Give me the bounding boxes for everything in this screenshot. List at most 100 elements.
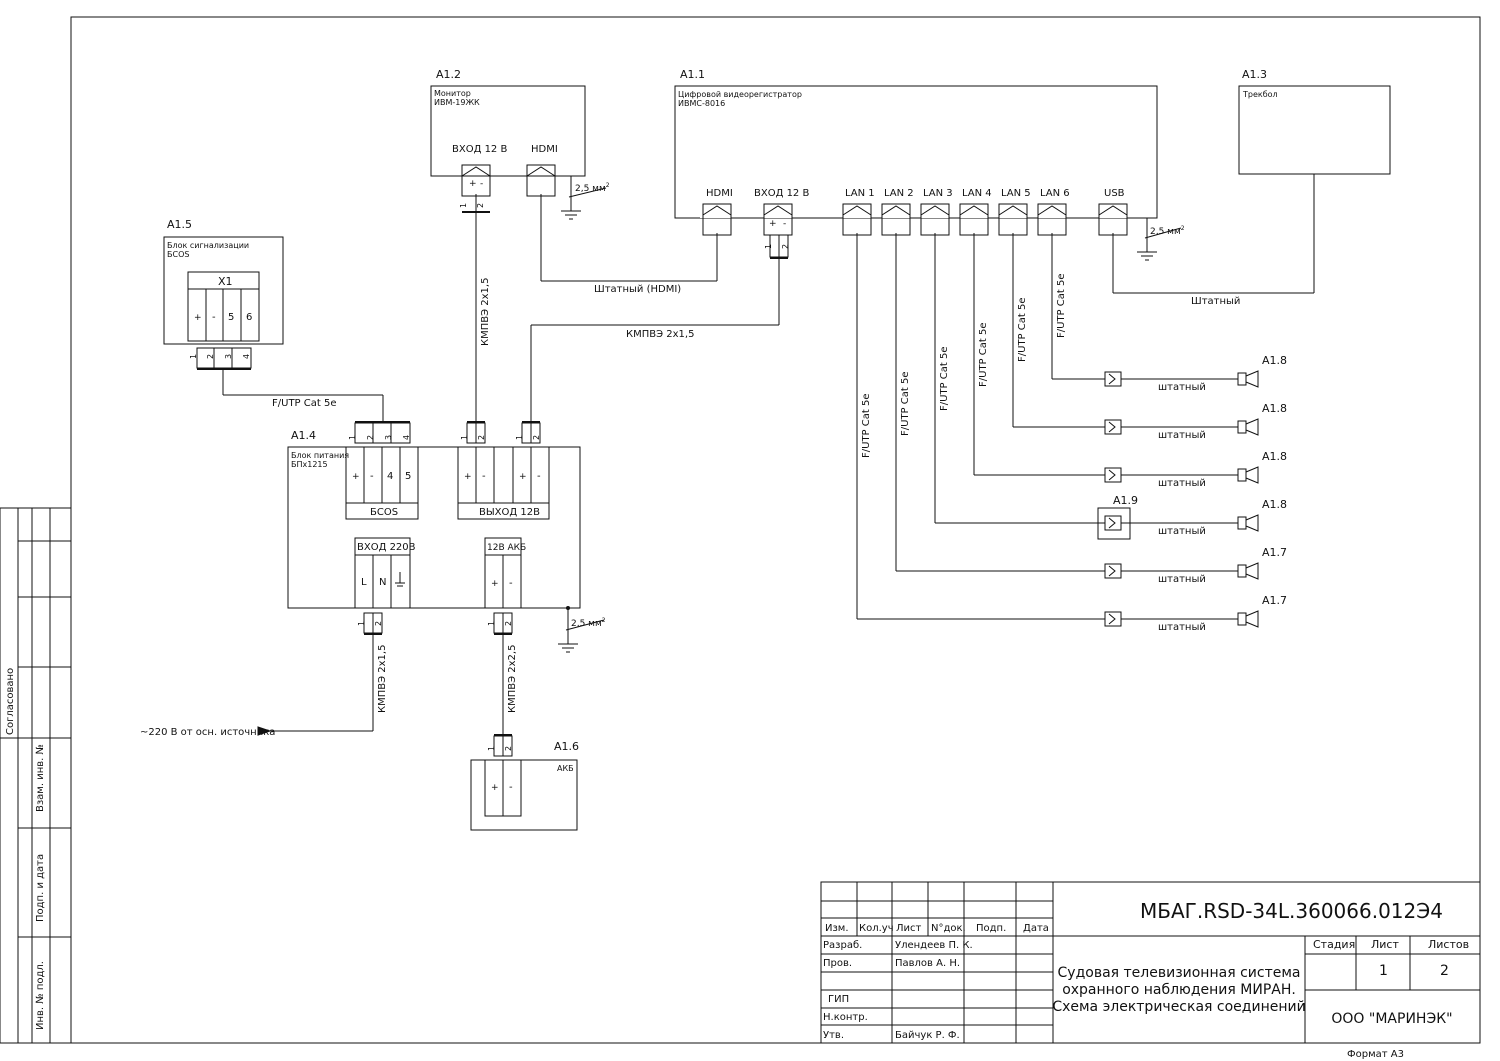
- a14-ground-label: 2,5 мм2: [571, 617, 606, 629]
- sheets-total: 2: [1440, 963, 1449, 979]
- svg-text:+: +: [194, 313, 202, 323]
- svg-text:2: 2: [476, 203, 485, 208]
- camera-icon: [1237, 514, 1259, 532]
- a11-port-usb: USB: [1104, 188, 1125, 199]
- a14-block-akb: 12В АКБ: [487, 543, 526, 553]
- description-line-1: Судовая телевизионная система: [1058, 965, 1301, 981]
- a12-port-hdmi: HDMI: [531, 144, 558, 155]
- cable-futp-lan4: F/UTP Cat 5e: [978, 323, 989, 387]
- svg-text:2: 2: [504, 621, 513, 626]
- svg-text:5: 5: [228, 312, 234, 323]
- svg-text:2: 2: [206, 354, 215, 359]
- a12-title: Монитор: [434, 89, 471, 98]
- sheet-frame: [0, 16, 1481, 1044]
- company-name: ООО "МАРИНЭК": [1331, 1011, 1452, 1027]
- cable-futp-alarm: F/UTP Cat 5e: [272, 398, 336, 409]
- svg-text:N: N: [379, 577, 386, 588]
- cable-camera-6: штатный: [1158, 622, 1206, 633]
- svg-text:-: -: [480, 179, 483, 189]
- description-line-3: Схема электрическая соединений: [1052, 999, 1305, 1015]
- svg-text:4: 4: [242, 354, 251, 359]
- a11-port-lan2: LAN 2: [884, 188, 914, 199]
- svg-text:-: -: [509, 578, 513, 589]
- a12-ref: А1.2: [436, 68, 461, 81]
- a11-port-lan1: LAN 1: [845, 188, 875, 199]
- a15-model: БСОS: [167, 250, 189, 259]
- svg-text:Байчук Р. Ф.: Байчук Р. Ф.: [895, 1030, 960, 1041]
- svg-text:Лист: Лист: [1371, 938, 1399, 951]
- a11-port-12v: ВХОД 12 В: [754, 188, 809, 199]
- svg-text:Стадия: Стадия: [1313, 938, 1355, 951]
- a11-port-lan3: LAN 3: [923, 188, 953, 199]
- camera-ref-2: А1.8: [1262, 402, 1287, 415]
- a19-ref: А1.9: [1113, 494, 1138, 507]
- svg-text:1: 1: [487, 746, 496, 751]
- svg-text:Улендеев П. К.: Улендеев П. К.: [895, 940, 973, 951]
- unit-a19: [1097, 507, 1131, 540]
- camera-icon: [1237, 562, 1259, 580]
- svg-text:Изм.: Изм.: [825, 923, 849, 934]
- cable-camera-3: штатный: [1158, 478, 1206, 489]
- unit-a12-monitor: +-: [430, 85, 607, 220]
- svg-text:2: 2: [532, 435, 541, 440]
- svg-text:Подп.: Подп.: [976, 923, 1006, 934]
- svg-text:Павлов А. Н.: Павлов А. Н.: [895, 958, 960, 969]
- svg-text:2: 2: [374, 621, 383, 626]
- svg-text:2: 2: [504, 746, 513, 751]
- a13-ref: А1.3: [1242, 68, 1267, 81]
- format-label: Формат А3: [1347, 1049, 1404, 1060]
- svg-text:Кол.уч: Кол.уч: [859, 923, 894, 934]
- camera-ref-5: А1.7: [1262, 546, 1287, 559]
- svg-text:-: -: [783, 219, 786, 229]
- svg-text:-: -: [482, 471, 486, 482]
- doc-code: МБАГ.RSD-34L.360066.012Э4: [1140, 899, 1443, 923]
- description-line-2: охранного наблюдения МИРАН.: [1062, 982, 1296, 998]
- agreed-label: Согласовано: [5, 668, 16, 735]
- cable-camera-4: штатный: [1158, 526, 1206, 537]
- svg-text:Лист: Лист: [896, 923, 922, 934]
- cable-kmpve-mains: КМПВЭ 2х1,5: [377, 645, 388, 713]
- strip-label-inv: Инв. № подл.: [35, 961, 46, 1030]
- camera-ref-6: А1.7: [1262, 594, 1287, 607]
- svg-text:Н.контр.: Н.контр.: [823, 1012, 868, 1023]
- svg-text:+: +: [469, 179, 477, 189]
- cable-futp-lan6: F/UTP Cat 5e: [1056, 274, 1067, 338]
- a14-block-in220: ВХОД 220В: [357, 542, 416, 553]
- svg-text:+: +: [769, 219, 777, 229]
- svg-text:3: 3: [224, 354, 233, 359]
- strip-label-replace: Взам. инв. №: [35, 744, 46, 812]
- a15-ref: А1.5: [167, 218, 192, 231]
- cable-kmpve-monitor: КМПВЭ 2х1,5: [480, 278, 491, 346]
- svg-text:2: 2: [781, 244, 790, 249]
- svg-text:+: +: [491, 579, 499, 589]
- svg-text:+: +: [464, 472, 472, 482]
- svg-text:4: 4: [402, 435, 411, 440]
- cable-camera-2: штатный: [1158, 430, 1206, 441]
- svg-text:1: 1: [764, 244, 773, 249]
- svg-text:Листов: Листов: [1428, 938, 1469, 951]
- a15-connector: Х1: [218, 275, 233, 288]
- svg-text:1: 1: [189, 354, 198, 359]
- a16-title: АКБ: [557, 764, 574, 773]
- svg-text:L: L: [361, 577, 367, 588]
- unit-a15-alarm: [163, 236, 384, 423]
- camera-ref-4: А1.8: [1262, 498, 1287, 511]
- strip-label-sign: Подп. и дата: [35, 854, 46, 922]
- svg-text:1: 1: [459, 203, 468, 208]
- svg-text:1: 1: [460, 435, 469, 440]
- camera-icon: [1237, 610, 1259, 628]
- unit-a11-dvr: +-: [674, 85, 1182, 261]
- a13-title: Трекбол: [1242, 90, 1278, 99]
- a14-block-bcos: БСОS: [370, 507, 398, 518]
- cable-futp-lan3: F/UTP Cat 5e: [939, 347, 950, 411]
- a12-port-12v: ВХОД 12 В: [452, 144, 507, 155]
- svg-text:N°док.: N°док.: [931, 923, 966, 934]
- cable-kmpve-akb: КМПВЭ 2х2,5: [507, 645, 518, 713]
- svg-text:-: -: [212, 312, 216, 323]
- svg-text:-: -: [509, 782, 513, 793]
- wires: [257, 174, 1315, 736]
- cable-camera-1: штатный: [1158, 382, 1206, 393]
- svg-text:+: +: [519, 472, 527, 482]
- svg-text:2: 2: [366, 435, 375, 440]
